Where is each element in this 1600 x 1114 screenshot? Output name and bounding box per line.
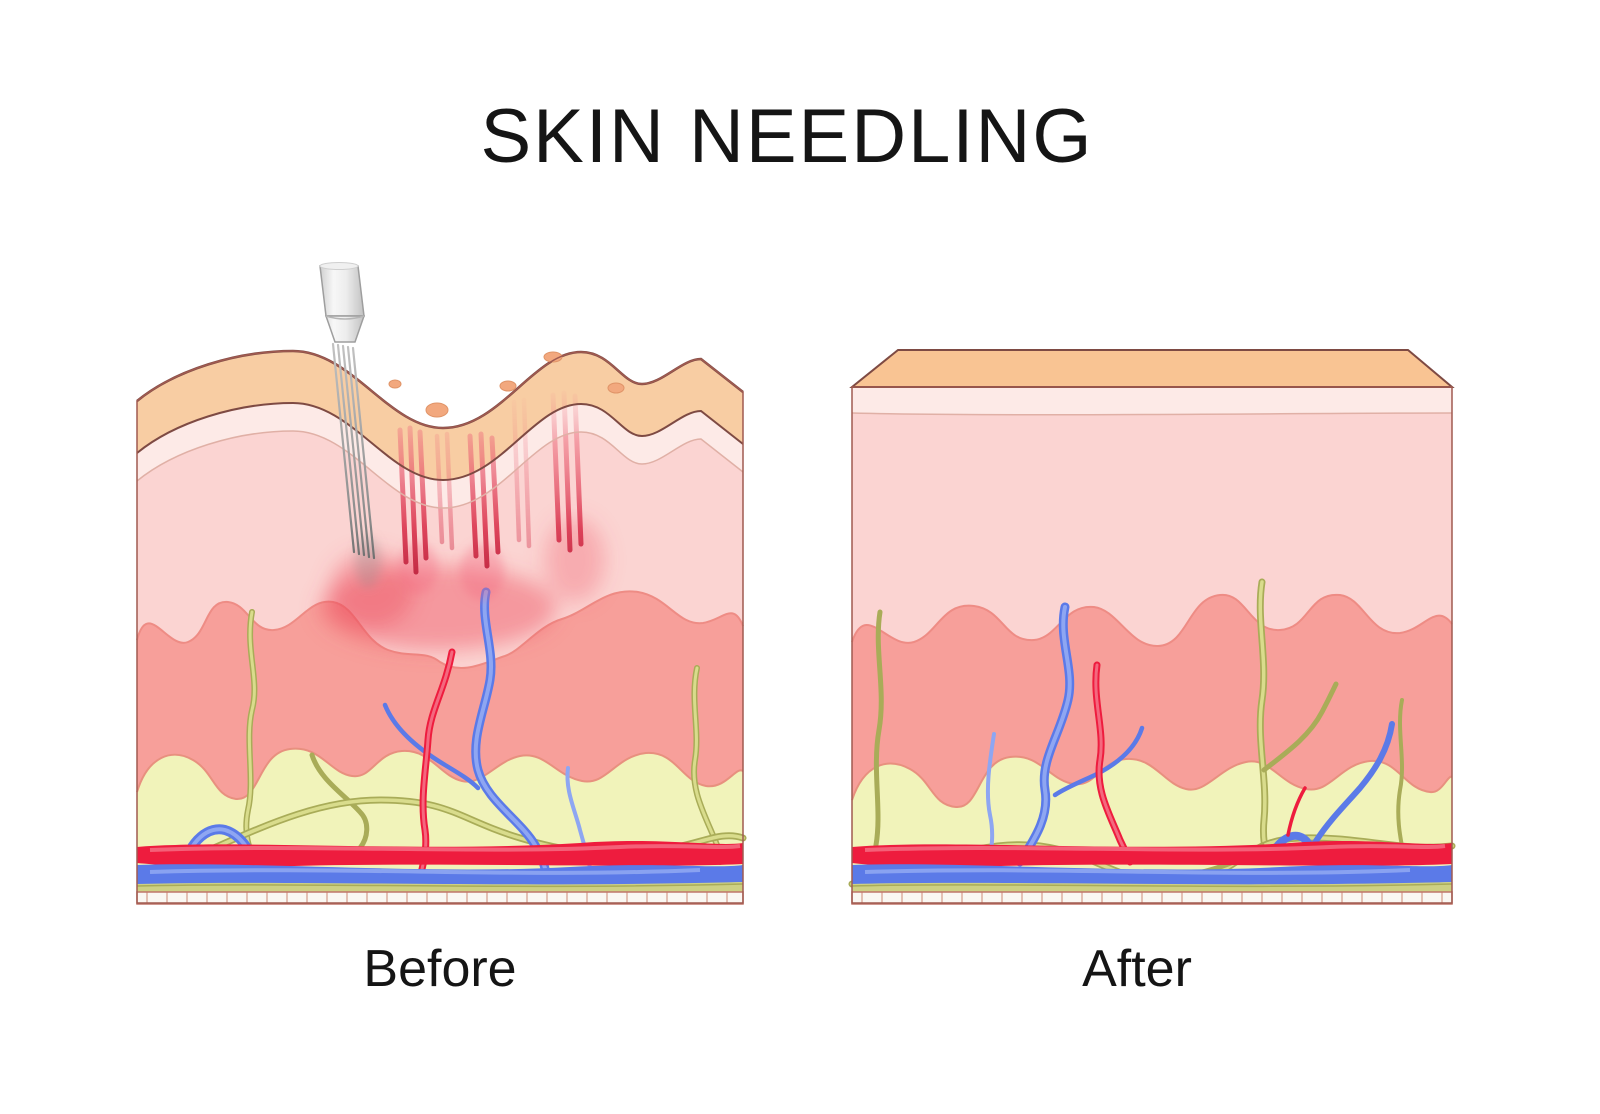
wound-track (444, 431, 455, 551)
before-dermis-boundary-line (136, 590, 744, 669)
pore (543, 351, 563, 363)
vein-branch (1052, 725, 1145, 798)
needle-channel-group (467, 431, 501, 569)
device-body (319, 265, 365, 317)
epidermis-bottom-outline (851, 412, 1453, 416)
needle (346, 345, 371, 559)
artery-branch (1286, 786, 1307, 837)
wound-track (511, 399, 522, 543)
ruler-tick-marks (146, 892, 728, 904)
needle-channel-group (434, 431, 455, 551)
before-panel-outline (136, 350, 744, 904)
before-pores (388, 351, 625, 418)
ruler-tick-marks (861, 892, 1443, 904)
pore (607, 382, 625, 394)
before-panel: Before (136, 262, 747, 998)
after-stratum-corneum-top-face (852, 350, 1452, 387)
wound-smear (460, 544, 504, 600)
device-top (319, 262, 359, 270)
artery-band-highlight (149, 844, 741, 852)
vein-band-highlight (864, 868, 1411, 875)
epidermis-bottom-outline (136, 430, 744, 509)
needle-channel-group (550, 390, 584, 553)
vein-branch (382, 702, 481, 791)
stratum-corneum-bottom-outline (136, 401, 744, 482)
membrane-ticks (861, 892, 1443, 904)
wound-track (550, 392, 562, 543)
page-title: SKIN NEEDLING (480, 94, 1093, 179)
nerve-band-line (851, 883, 1453, 888)
nerve-fiber (1258, 580, 1270, 862)
needle-array (331, 342, 376, 560)
artery-band-highlight (864, 844, 1446, 852)
pore (499, 380, 517, 392)
wound-track (521, 397, 532, 549)
wound-track (397, 427, 409, 565)
needle (351, 346, 376, 560)
nerve-fiber (309, 752, 370, 851)
membrane-strip (137, 892, 743, 904)
after-vessel-bands (851, 841, 1453, 894)
after-panel: After (848, 349, 1456, 998)
needle-channel-group (511, 397, 532, 549)
before-needle-channels (397, 390, 584, 575)
before-vessel-bands (136, 841, 744, 894)
needle-shadow-smear (355, 536, 381, 588)
needle (331, 342, 356, 554)
wound-track (467, 433, 479, 559)
after-panel-outline (851, 386, 1453, 904)
device-tip (324, 315, 366, 343)
after-membrane-strip (851, 891, 1453, 905)
wound-track (417, 429, 429, 561)
inflammation-blob (330, 552, 414, 628)
nerve-band-line (136, 883, 744, 888)
inflammation-blob (545, 518, 605, 602)
needle (336, 343, 361, 556)
vein-band-highlight (149, 868, 701, 875)
after-label: After (1082, 940, 1192, 998)
wound-track (572, 393, 584, 547)
nerve-fiber (1261, 681, 1339, 773)
membrane-ticks (146, 892, 728, 904)
wound-track (478, 431, 490, 569)
pore (425, 402, 449, 418)
wound-track (489, 435, 501, 555)
after-fat-boundary-line (851, 755, 1453, 809)
before-label: Before (363, 940, 516, 998)
device-seam (325, 315, 365, 320)
before-membrane-strip (136, 891, 744, 905)
pore (388, 379, 402, 389)
after-dermis-boundary-line (851, 593, 1453, 648)
vein-branch (1018, 605, 1072, 864)
after-surface-outlines (849, 349, 1455, 904)
microneedling-pen-icon (319, 262, 376, 560)
wound-track (561, 390, 573, 553)
needle (341, 344, 366, 557)
wound-track (434, 433, 445, 545)
